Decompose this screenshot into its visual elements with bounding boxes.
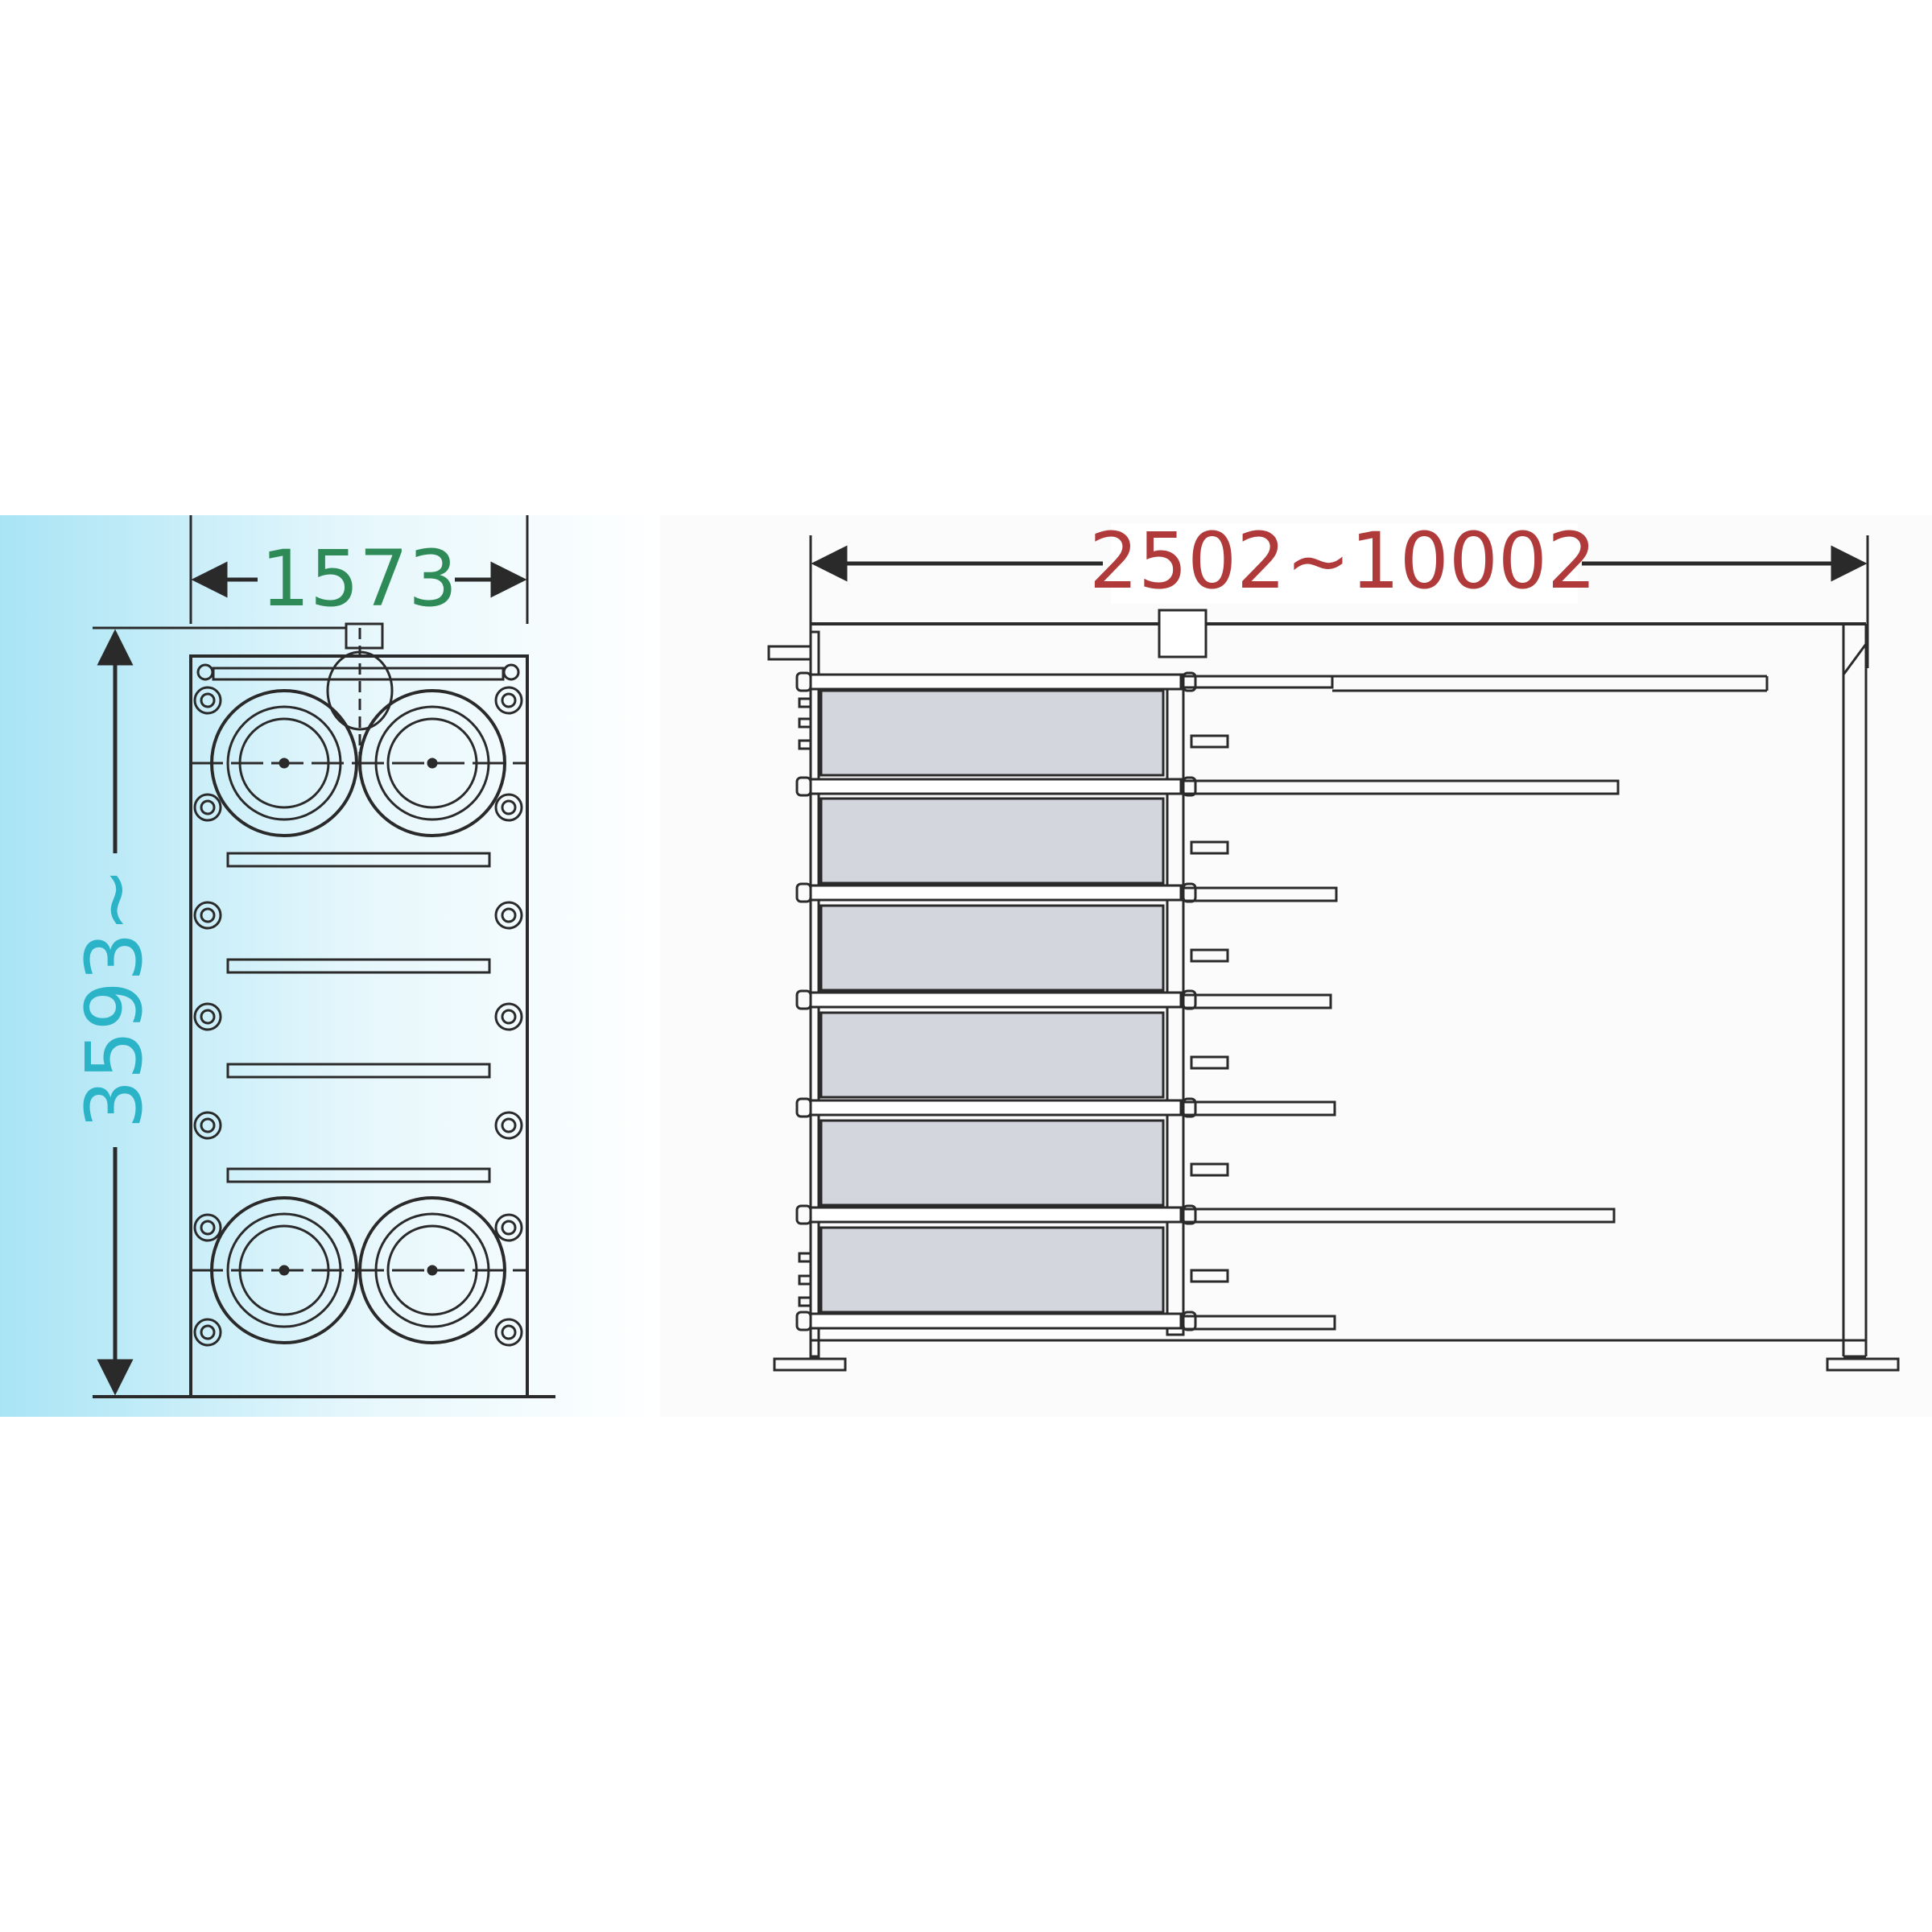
front-view-panel (0, 515, 660, 1417)
front-height-label: 3593~ (69, 868, 159, 1129)
side-length-label-bg (1111, 523, 1578, 604)
front-width-label: 1573 (261, 534, 457, 624)
side-length-label: 2502~10002 (1089, 516, 1596, 606)
side-view (767, 535, 1900, 1372)
front-view (93, 515, 555, 1398)
